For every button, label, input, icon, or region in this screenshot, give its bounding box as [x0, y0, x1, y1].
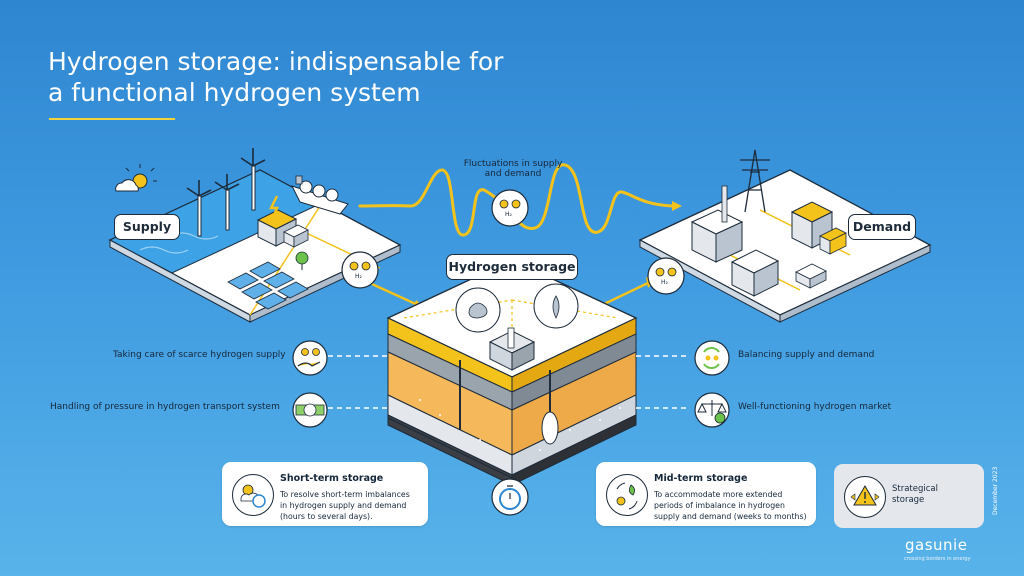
short-term-line-1: To resolve short-term imbalances [280, 490, 410, 499]
wind-turbines [186, 148, 266, 237]
strategical-line-1: Strategical [892, 484, 938, 494]
fluctuations-label: Fluctuations in supply and demand [461, 159, 565, 179]
mid-term-line-2: periods of imbalance in hydrogen [654, 501, 785, 510]
pressure-label: Handling of pressure in hydrogen transpo… [50, 402, 280, 412]
date-label: December 2023 [992, 466, 999, 515]
brand-tagline: crossing borders in energy [904, 556, 971, 562]
demand-platform [638, 149, 932, 323]
mid-term-line-1: To accommodate more extended [654, 490, 783, 499]
strategical-line-2: storage [892, 495, 925, 505]
title-line-2: a functional hydrogen system [48, 78, 421, 107]
page-title: Hydrogen storage: indispensable for a fu… [48, 46, 503, 108]
gasunie-logo: gasunie [905, 536, 968, 554]
strategical-storage-card: Strategical storage [834, 464, 984, 528]
h2-molecule-icon [491, 189, 529, 227]
short-term-body: To resolve short-term imbalances in hydr… [280, 489, 410, 522]
h2-supply-icon [341, 251, 379, 289]
mid-term-title: Mid-term storage [654, 473, 748, 484]
title-line-1: Hydrogen storage: indispensable for [48, 47, 504, 76]
mid-term-body: To accommodate more extended periods of … [654, 489, 807, 522]
lng-ship [291, 175, 349, 215]
market-label: Well-functioning hydrogen market [738, 402, 892, 412]
h2-label-supply: H₂ [355, 273, 362, 280]
short-term-storage-card: Short-term storage To resolve short-term… [222, 462, 428, 526]
hand-molecule-icon [292, 340, 328, 376]
h2-label-center: H₂ [505, 211, 512, 218]
warning-triangle-icon [844, 476, 886, 518]
sun-clock-icon [232, 474, 274, 516]
strategical-label: Strategical storage [892, 484, 972, 506]
fluctuations-line-2: and demand [484, 169, 542, 179]
hydrogen-storage-label: Hydrogen storage [446, 254, 578, 280]
short-term-line-3: (hours to several days). [280, 512, 373, 521]
h2-demand-icon [647, 257, 685, 295]
short-term-title: Short-term storage [280, 473, 384, 484]
scarce-supply-label: Taking care of scarce hydrogen supply [113, 350, 286, 360]
stopwatch-icon [491, 478, 529, 516]
fluctuations-line-1: Fluctuations in supply [463, 159, 563, 169]
cycle-arrows-icon [694, 340, 730, 376]
supply-label: Supply [114, 214, 180, 240]
sun-cloud-icon [115, 164, 157, 192]
storage-block [386, 259, 638, 486]
short-term-line-2: in hydrogen supply and demand [280, 501, 407, 510]
demand-label: Demand [848, 214, 916, 240]
title-underline [49, 118, 175, 120]
mid-term-line-3: supply and demand (weeks to months) [654, 512, 807, 521]
pressure-gauge-icon [292, 392, 328, 428]
mid-term-storage-card: Mid-term storage To accommodate more ext… [596, 462, 816, 526]
seasons-icon [606, 474, 648, 516]
balance-scale-icon [694, 392, 730, 428]
balancing-label: Balancing supply and demand [738, 350, 875, 360]
h2-label-demand: H₂ [661, 279, 668, 286]
